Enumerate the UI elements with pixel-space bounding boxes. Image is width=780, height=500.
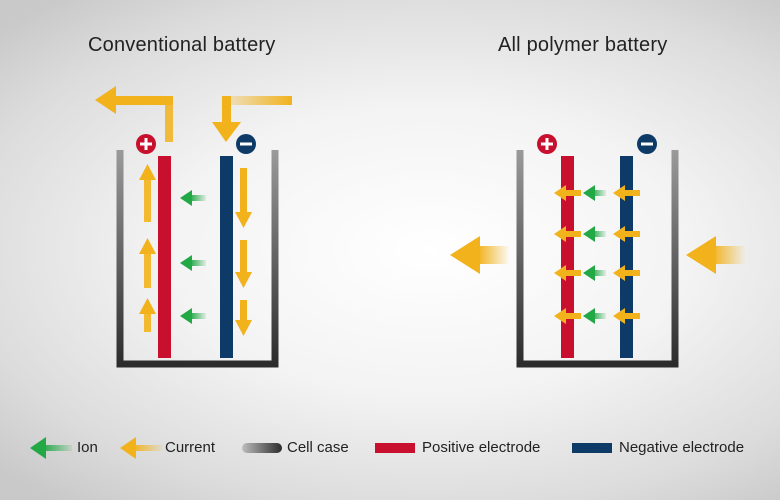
ion-arrow xyxy=(583,308,606,324)
cell-case-left xyxy=(116,150,279,368)
negative-electrode-legend-label: Negative electrode xyxy=(619,439,745,456)
legend: Ion Current Cell case Positive electrode… xyxy=(0,436,780,460)
negative-electrode-left xyxy=(220,156,233,358)
current-legend-icon xyxy=(120,437,162,459)
current-legend-label: Current xyxy=(165,439,216,456)
positive-electrode-legend-label: Positive electrode xyxy=(422,439,541,456)
current-arrow-down xyxy=(235,240,252,288)
arrow-row xyxy=(554,308,640,324)
ion-arrows-left xyxy=(180,190,206,324)
negative-electrode-right xyxy=(620,156,633,358)
current-arrow-left xyxy=(554,226,581,242)
cell-case-legend-icon xyxy=(242,443,282,453)
current-arrow-left xyxy=(613,265,640,281)
current-arrows-down xyxy=(235,168,252,336)
current-arrow-big-right xyxy=(686,236,746,274)
arrow-row xyxy=(554,185,640,201)
ion-arrow xyxy=(180,255,206,271)
current-arrow-big-left xyxy=(450,236,510,274)
ion-arrow xyxy=(583,226,606,242)
current-arrow-down xyxy=(235,300,252,336)
current-arrow-up xyxy=(139,238,156,288)
current-arrow-left xyxy=(613,185,640,201)
positive-electrode-left xyxy=(158,156,171,358)
polymer-battery-title: All polymer battery xyxy=(498,34,668,56)
current-arrow-down xyxy=(235,168,252,228)
cell-case-right xyxy=(516,150,679,368)
current-arrow-left xyxy=(554,308,581,324)
current-arrow-left xyxy=(554,265,581,281)
current-arrow-left xyxy=(554,185,581,201)
current-arrow-left xyxy=(613,226,640,242)
polymer-battery xyxy=(450,134,746,368)
negative-terminal-right xyxy=(637,134,657,154)
polymer-arrow-rows xyxy=(554,185,640,324)
current-wire-in xyxy=(212,96,292,142)
conventional-battery-title: Conventional battery xyxy=(88,34,276,56)
conventional-battery xyxy=(95,86,292,368)
battery-diagram xyxy=(95,86,746,368)
ion-legend-icon xyxy=(30,437,72,459)
ion-arrow xyxy=(583,185,606,201)
ion-arrow xyxy=(583,265,606,281)
cell-case-legend-label: Cell case xyxy=(287,439,349,456)
arrow-row xyxy=(554,265,640,281)
positive-terminal-left xyxy=(136,134,156,154)
negative-terminal-left xyxy=(236,134,256,154)
current-arrow-up xyxy=(139,298,156,332)
current-arrow-left xyxy=(613,308,640,324)
positive-terminal-right xyxy=(537,134,557,154)
ion-legend-label: Ion xyxy=(77,439,98,456)
negative-electrode-legend-icon xyxy=(572,443,612,453)
positive-electrode-right xyxy=(561,156,574,358)
ion-arrow xyxy=(180,308,206,324)
ion-arrow xyxy=(180,190,206,206)
positive-electrode-legend-icon xyxy=(375,443,415,453)
current-wire-out xyxy=(95,86,173,142)
current-arrow-up xyxy=(139,164,156,222)
arrow-row xyxy=(554,226,640,242)
current-arrows-up xyxy=(139,164,156,332)
